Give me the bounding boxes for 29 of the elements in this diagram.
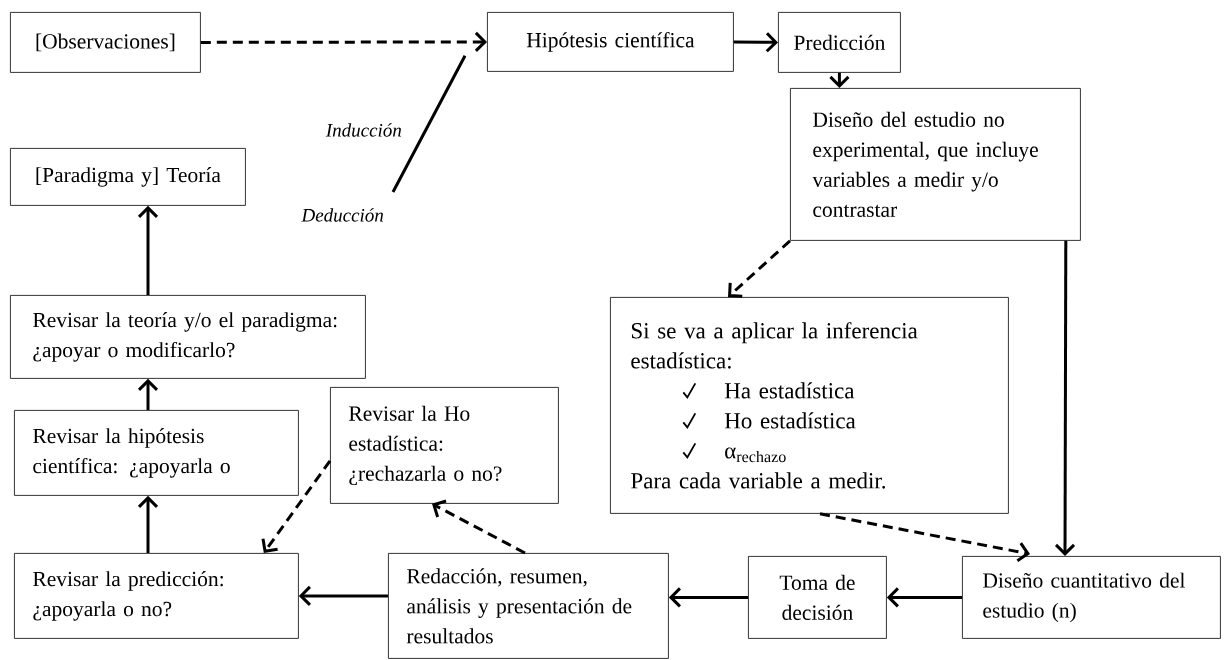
arrow [733,32,778,53]
process-box: Toma de decisión [748,556,887,639]
process-box: Revisar la hipótesis científica: ¿apoyarla o [14,410,299,496]
annotation-text: Deducción [301,208,383,222]
process-box: [Observaciones] [10,12,201,73]
connector-line [391,55,467,193]
arrow [886,587,962,608]
arrow [728,239,791,298]
annotation-text: Inducción [325,123,401,137]
process-box: Predicción [778,12,901,73]
process-box: Revisar la Ho estadística: ¿rechazarla o no? [330,387,559,504]
arrow [298,585,388,606]
process-box: Revisar la predicción: ¿apoyarla o no? [14,553,299,639]
arrow [819,512,1030,562]
arrow [668,587,748,608]
arrow [432,499,526,555]
arrow [137,378,159,410]
process-box: Diseño cuantitativo del estudio (n) [962,556,1221,639]
process-box: Si se va a aplicar la inferencia estadística: Ha estadística Ho estadística α$_{rechazo}$ Para cada variable a medir. [610,297,1009,514]
arrow [1054,240,1076,556]
arrow [137,205,159,295]
process-box: [Paradigma y] Teoría [10,148,246,206]
process-box: Redacción, resumen, análisis y presentación de resultados [388,553,669,659]
process-box: Revisar la teoría y/o el paradigma: ¿apoyar o modificarlo? [10,295,366,379]
arrow [261,459,332,553]
process-box: Diseño del estudio no experimental, que incluye variables a medir y/o contrastar [790,88,1081,241]
arrow [137,495,159,553]
process-box: Hipótesis científica [487,12,734,72]
arrow [200,31,487,52]
